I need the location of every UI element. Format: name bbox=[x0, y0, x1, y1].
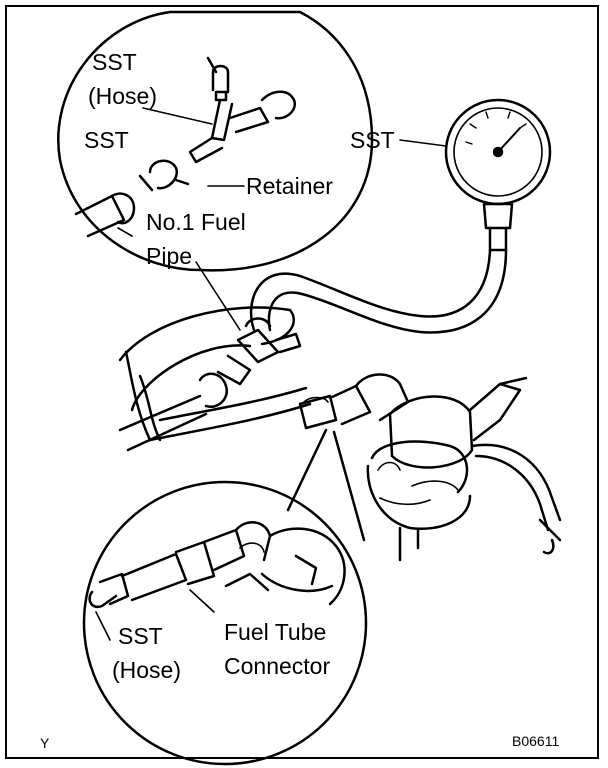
gauge-leader bbox=[399, 139, 447, 147]
label-sst-hose-top-2: (Hose) bbox=[88, 83, 158, 109]
gauge-hose bbox=[249, 248, 508, 334]
upper-retainer bbox=[138, 159, 190, 192]
fuel-pump-bracket bbox=[468, 376, 562, 555]
label-sst-hose-top-1: SST bbox=[92, 49, 137, 75]
label-sst-gauge: SST bbox=[350, 127, 395, 153]
label-sst-hose-bottom-1: SST bbox=[118, 623, 163, 649]
corner-mark-left: Y bbox=[40, 735, 50, 751]
label-fuel-tube-2: Connector bbox=[224, 653, 331, 679]
diagram-frame bbox=[5, 5, 599, 759]
upper-sst-hose-fitting bbox=[206, 56, 230, 102]
label-fuel-pipe-2: Pipe bbox=[146, 243, 193, 269]
label-sst-top: SST bbox=[84, 127, 129, 153]
upper-leaders bbox=[117, 107, 245, 331]
lower-detail-circle bbox=[82, 480, 368, 766]
upper-fuel-pipe-end bbox=[74, 192, 136, 238]
main-fuel-tube-connector bbox=[298, 373, 410, 430]
lower-fuel-tube-connector bbox=[120, 521, 272, 613]
pressure-gauge bbox=[444, 98, 552, 252]
upper-detail-circle bbox=[57, 10, 374, 272]
main-fuel-hose bbox=[118, 306, 312, 442]
lower-pump-outline bbox=[224, 527, 346, 606]
upper-sst-tee bbox=[188, 90, 297, 164]
fuel-pipe bbox=[118, 372, 229, 452]
callout-wedge bbox=[286, 428, 366, 542]
figure-code: B06611 bbox=[512, 733, 560, 749]
lower-sst-hose bbox=[88, 572, 130, 641]
main-sst-fitting bbox=[216, 317, 302, 386]
label-fuel-tube-1: Fuel Tube bbox=[224, 619, 327, 645]
label-retainer: Retainer bbox=[246, 173, 333, 199]
label-sst-hose-bottom-2: (Hose) bbox=[112, 657, 182, 683]
fuel-pump-body bbox=[366, 395, 474, 562]
label-fuel-pipe-1: No.1 Fuel bbox=[146, 209, 246, 235]
